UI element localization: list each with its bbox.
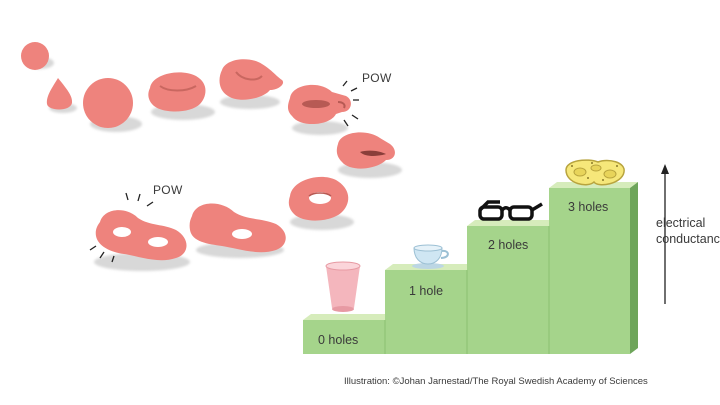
step-label-1: 1 hole [409,284,443,298]
blob-cup-handle [288,80,359,135]
blob-sphere [83,78,142,132]
step-label-0: 0 holes [318,333,358,347]
blob-torus [288,176,354,230]
blob-double-torus [189,203,286,258]
blob-bowl-hole [336,132,402,178]
object-glasses [478,200,543,221]
blob-drop [46,78,77,113]
conductance-arrow [661,164,669,304]
pow-burst-bottom [89,192,154,263]
step-label-3: 3 holes [568,200,608,214]
axis-label-line1: electrical [656,216,705,230]
staircase [303,182,638,354]
object-teacup [412,244,449,269]
object-cup [325,261,361,312]
axis-label-line2: conductanc [656,232,720,246]
pow-burst-top [342,80,359,127]
blob-sphere-small [21,42,54,70]
step-label-2: 2 holes [488,238,528,252]
blob-sequence [21,42,402,271]
pow-label-bottom: POW [153,183,183,197]
blob-double-torus-pow [89,192,190,271]
illustration-credit: Illustration: ©Johan Jarnestad/The Royal… [344,376,648,387]
object-pretzel [565,159,625,186]
pow-label-top: POW [362,71,392,85]
blob-dented [148,72,215,120]
blob-dented-nub [219,59,284,109]
